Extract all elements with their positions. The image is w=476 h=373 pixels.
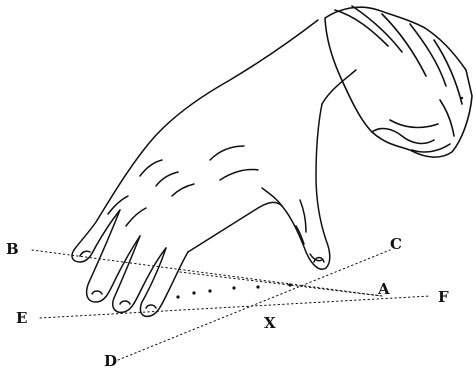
dot	[208, 289, 211, 292]
label-d: D	[104, 352, 117, 370]
label-b: B	[6, 240, 19, 258]
label-e: E	[16, 309, 27, 327]
hand-illustration	[72, 20, 356, 316]
label-f: F	[438, 288, 449, 306]
dot	[176, 295, 179, 298]
dot	[288, 283, 291, 286]
sleeve-illustration	[325, 6, 472, 157]
dot	[232, 286, 235, 289]
label-x: X	[264, 314, 276, 332]
dot	[256, 285, 259, 288]
line-e-to-f	[40, 296, 430, 318]
dot	[461, 97, 463, 99]
label-c: C	[390, 235, 402, 253]
dot	[192, 291, 195, 294]
label-a: A	[377, 280, 390, 298]
construction-lines	[32, 250, 430, 360]
